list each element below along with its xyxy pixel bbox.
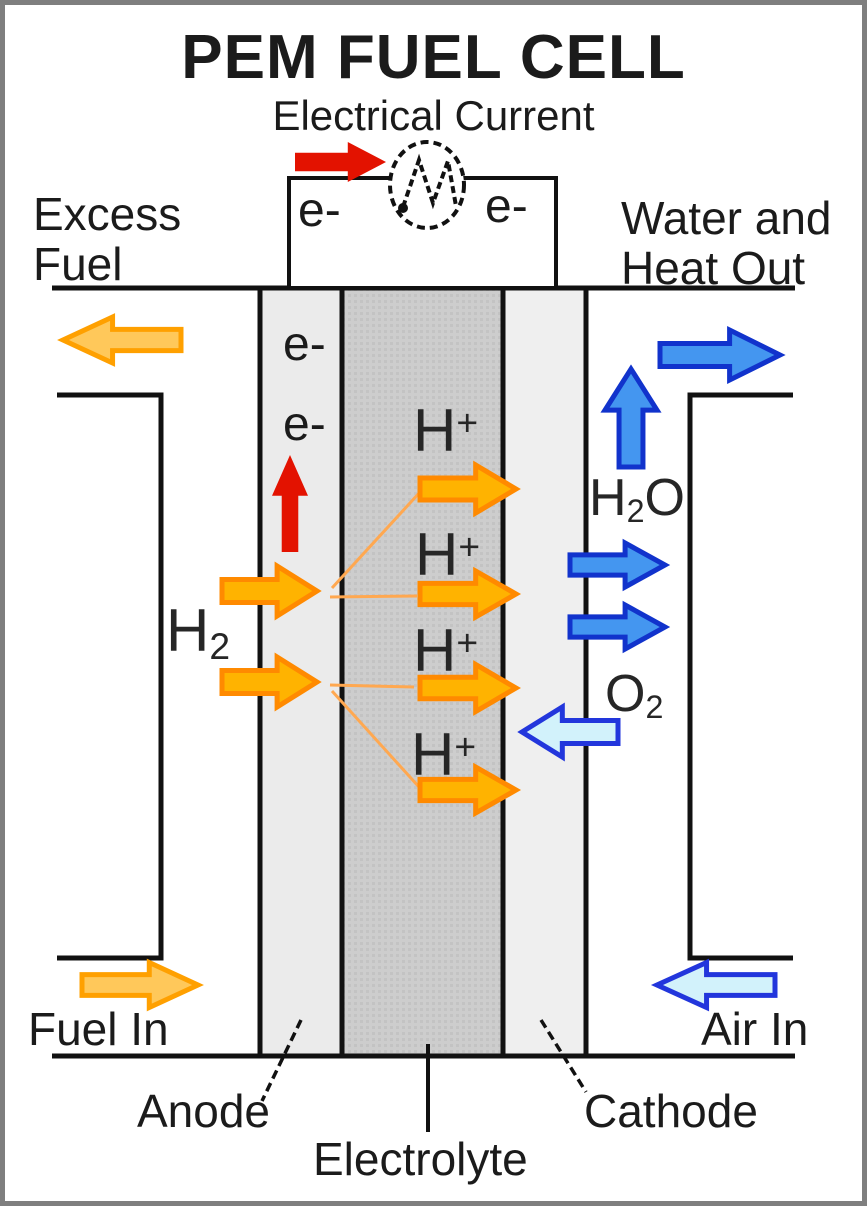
- fuel-channel-wall: [57, 392, 164, 961]
- hplus-arrow-3: [417, 660, 521, 716]
- water-out-arrow-1: [567, 538, 671, 592]
- electron-label-circuit-right: e-: [485, 180, 528, 233]
- load-terminal-dot: [398, 203, 408, 213]
- o2-label: O2: [605, 665, 664, 726]
- water-out-arrow-2: [567, 600, 671, 654]
- h2o-label: H2O: [589, 469, 685, 530]
- electrical-current-arrow: [295, 142, 386, 182]
- h2-in-arrow-1: [219, 561, 322, 621]
- hplus-label-3: H+: [413, 617, 479, 684]
- load-zigzag-icon: [401, 153, 458, 210]
- electrical-load-icon: [388, 140, 466, 230]
- h2o-up-arrow: [600, 364, 662, 470]
- electron-label-anode-1: e-: [283, 318, 326, 371]
- cathode-pointer-line: [539, 1019, 588, 1093]
- page-title: PEM FUEL CELL: [181, 23, 686, 92]
- air-in-label: Air In: [701, 1003, 809, 1055]
- hplus-arrow-4: [417, 762, 522, 818]
- anode-pointer-line: [260, 1019, 303, 1102]
- hplus-arrow-2: [417, 566, 522, 622]
- cathode-layer: [500, 285, 589, 1059]
- hplus-label-1: H+: [413, 397, 479, 464]
- electron-label-circuit-left: e-: [298, 184, 341, 237]
- cathode-label: Cathode: [584, 1085, 758, 1137]
- h2-label: H2: [166, 597, 231, 668]
- hplus-label-2: H+: [415, 521, 481, 588]
- fuel-in-label: Fuel In: [28, 1003, 169, 1055]
- flow-arrows: [57, 142, 786, 1012]
- air-channel-wall: [687, 392, 793, 961]
- electrolyte-label: Electrolyte: [313, 1133, 528, 1185]
- electrical-current-label: Electrical Current: [272, 92, 595, 139]
- water-heat-out-arrow: [657, 325, 786, 385]
- electron-up-arrow: [272, 455, 308, 552]
- o2-in-arrow: [517, 702, 621, 762]
- h2-in-arrow-2: [219, 652, 322, 712]
- hplus-label-4: H+: [411, 721, 477, 788]
- hplus-arrow-1: [417, 460, 521, 518]
- proton-connector-lines: [329, 489, 423, 789]
- anode-label: Anode: [137, 1085, 271, 1137]
- fuel-in-arrow: [79, 958, 204, 1012]
- electron-label-anode-2: e-: [283, 398, 326, 451]
- excess-fuel-arrow: [57, 313, 184, 367]
- air-in-arrow: [650, 958, 778, 1012]
